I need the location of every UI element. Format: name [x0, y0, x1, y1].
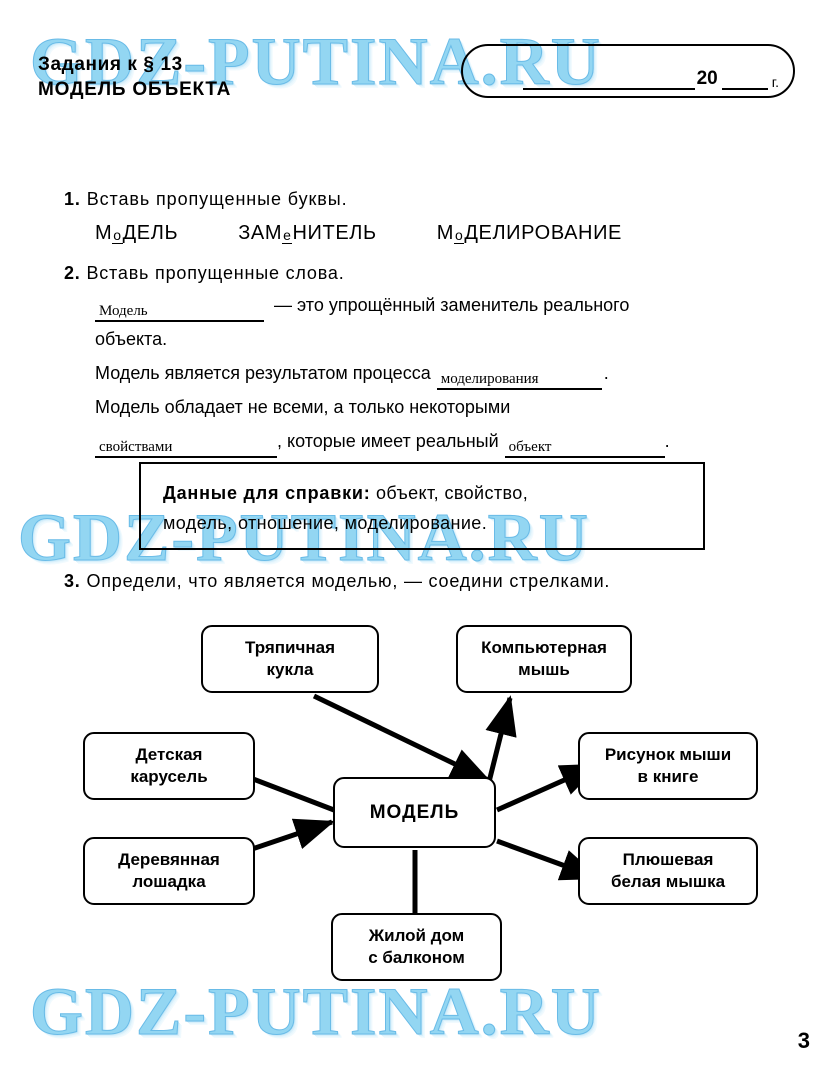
word-2-answer[interactable]: е [282, 227, 293, 244]
word-3-answer[interactable]: о [453, 227, 465, 244]
date-blank-line[interactable] [522, 72, 695, 90]
task-3-instruction: Определи, что является моделью, — соедин… [86, 571, 611, 591]
node-plush-line1: Плюшевая [622, 850, 714, 869]
node-dom-line2: с балконом [368, 948, 465, 967]
word-1-answer[interactable]: о [112, 227, 123, 244]
node-kukla-line2: кукла [266, 660, 314, 679]
task-2-line-3: Модель является результатом процесса мод… [95, 356, 794, 390]
word-1-after: ДЕЛЬ [122, 222, 179, 244]
arrow-model-to-mouse [485, 695, 517, 783]
answer-blank-obyekt[interactable]: объект [504, 433, 665, 458]
word-1-before: М [95, 222, 113, 244]
reference-words-1: объект, свойство, [375, 483, 529, 503]
page-title-line2: МОДЕЛЬ ОБЪЕКТА [38, 79, 232, 100]
reference-row-2: модель, отношение, моделирование. [163, 513, 488, 533]
task-1-word-1: МоДЕЛЬ [95, 218, 178, 249]
reference-data-box: Данные для справки: объект, свойство, мо… [139, 462, 705, 550]
reference-row-1: Данные для справки: объект, свойство, [163, 478, 681, 508]
page-header: Задания к § 13 МОДЕЛЬ ОБЪЕКТА 20 г. [0, 0, 836, 130]
answer-blank-modelirovaniya[interactable]: моделирования [436, 365, 602, 390]
task-2-line5-period: . [664, 431, 670, 451]
diagram-node-kukla[interactable]: Тряпичная кукла [201, 625, 379, 693]
word-3-before: М [436, 222, 454, 244]
node-karusel-line1: Детская [135, 745, 203, 764]
date-field-box[interactable]: 20 г. [461, 44, 795, 98]
task-3-number: 3. [64, 571, 81, 591]
task-2-line-2: объекта. [95, 329, 168, 349]
node-kukla-line1: Тряпичная [244, 638, 336, 657]
node-risunok-line2: в книге [637, 767, 699, 786]
diagram-node-mouse[interactable]: Компьютерная мышь [456, 625, 632, 693]
task-2-heading: 2. Вставь пропущенные слова. [64, 258, 794, 288]
task-1-words: МоДЕЛЬ ЗАМеНИТЕЛЬ МоДЕЛИРОВАНИЕ [95, 218, 784, 249]
diagram-node-karusel[interactable]: Детская карусель [83, 732, 255, 800]
word-3-after: ДЕЛИРОВАНИЕ [464, 222, 622, 244]
model-diagram: Тряпичная кукла Компьютерная мышь Детска… [0, 610, 836, 1000]
node-karusel-line2: карусель [130, 767, 208, 786]
task-3-heading: 3. Определи, что является моделью, — сое… [64, 566, 804, 596]
date-year-suffix: г. [771, 74, 779, 90]
task-2-body: Модель — это упрощённый заменитель реаль… [95, 288, 794, 458]
task-2-line1-text: — это упрощённый заменитель реального [274, 295, 630, 315]
task-2-number: 2. [64, 263, 81, 283]
task-1: 1. Вставь пропущенные буквы. МоДЕЛЬ ЗАМе… [64, 184, 784, 249]
page-title-line1: Задания к § 13 [38, 54, 183, 75]
task-3: 3. Определи, что является моделью, — сое… [64, 566, 804, 596]
task-1-instruction: Вставь пропущенные буквы. [86, 189, 348, 209]
task-1-heading: 1. Вставь пропущенные буквы. [64, 184, 784, 214]
answer-blank-model[interactable]: Модель [95, 297, 264, 322]
node-loshadka-line1: Деревянная [118, 850, 220, 869]
node-risunok-line1: Рисунок мыши [604, 745, 732, 764]
node-loshadka-line2: лошадка [132, 872, 206, 891]
node-mouse-line1: Компьютерная [481, 638, 607, 657]
diagram-node-plush[interactable]: Плюшевая белая мышка [578, 837, 758, 905]
diagram-node-dom[interactable]: Жилой дом с балконом [331, 913, 502, 981]
answer-text-model: Модель [99, 303, 148, 319]
node-dom-line1: Жилой дом [368, 926, 465, 945]
task-2-line3-period: . [603, 363, 609, 383]
diagram-node-model-center[interactable]: МОДЕЛЬ [333, 777, 496, 848]
task-2-line4-text: Модель обладает не всеми, а только некот… [95, 397, 511, 417]
date-year-prefix: 20 [696, 68, 718, 89]
answer-text-svoystvami: свойствами [99, 439, 173, 455]
task-1-number: 1. [64, 189, 81, 209]
answer-text-modelirovaniya: моделирования [440, 371, 539, 387]
task-2-line-5: свойствами , которые имеет реальный объе… [95, 424, 794, 458]
task-2-line3-text: Модель является результатом процесса [95, 363, 431, 383]
word-2-after: НИТЕЛЬ [292, 222, 377, 244]
diagram-node-risunok[interactable]: Рисунок мыши в книге [578, 732, 758, 800]
page-title: Задания к § 13 МОДЕЛЬ ОБЪЕКТА [38, 52, 231, 102]
task-1-word-2: ЗАМеНИТЕЛЬ [238, 218, 377, 249]
task-2-line5-text: , которые имеет реальный [277, 431, 499, 451]
task-2-line-1: Модель — это упрощённый заменитель реаль… [95, 288, 794, 322]
answer-blank-svoystvami[interactable]: свойствами [95, 433, 277, 458]
word-2-before: ЗАМ [238, 222, 283, 244]
page-number: 3 [797, 1028, 810, 1053]
date-year-blank[interactable] [721, 72, 768, 90]
task-1-word-3: МоДЕЛИРОВАНИЕ [437, 218, 622, 249]
node-mouse-line2: мышь [518, 660, 570, 679]
task-2: 2. Вставь пропущенные слова. Модель — эт… [64, 258, 794, 458]
task-2-instruction: Вставь пропущенные слова. [86, 263, 345, 283]
task-2-line-4: Модель обладает не всеми, а только некот… [95, 390, 795, 424]
reference-label: Данные для справки: [163, 483, 371, 503]
arrow-kukla-to-model [312, 693, 491, 783]
node-plush-line2: белая мышка [610, 872, 726, 891]
diagram-node-loshadka[interactable]: Деревянная лошадка [83, 837, 255, 905]
answer-text-obyekt: объект [508, 439, 552, 455]
